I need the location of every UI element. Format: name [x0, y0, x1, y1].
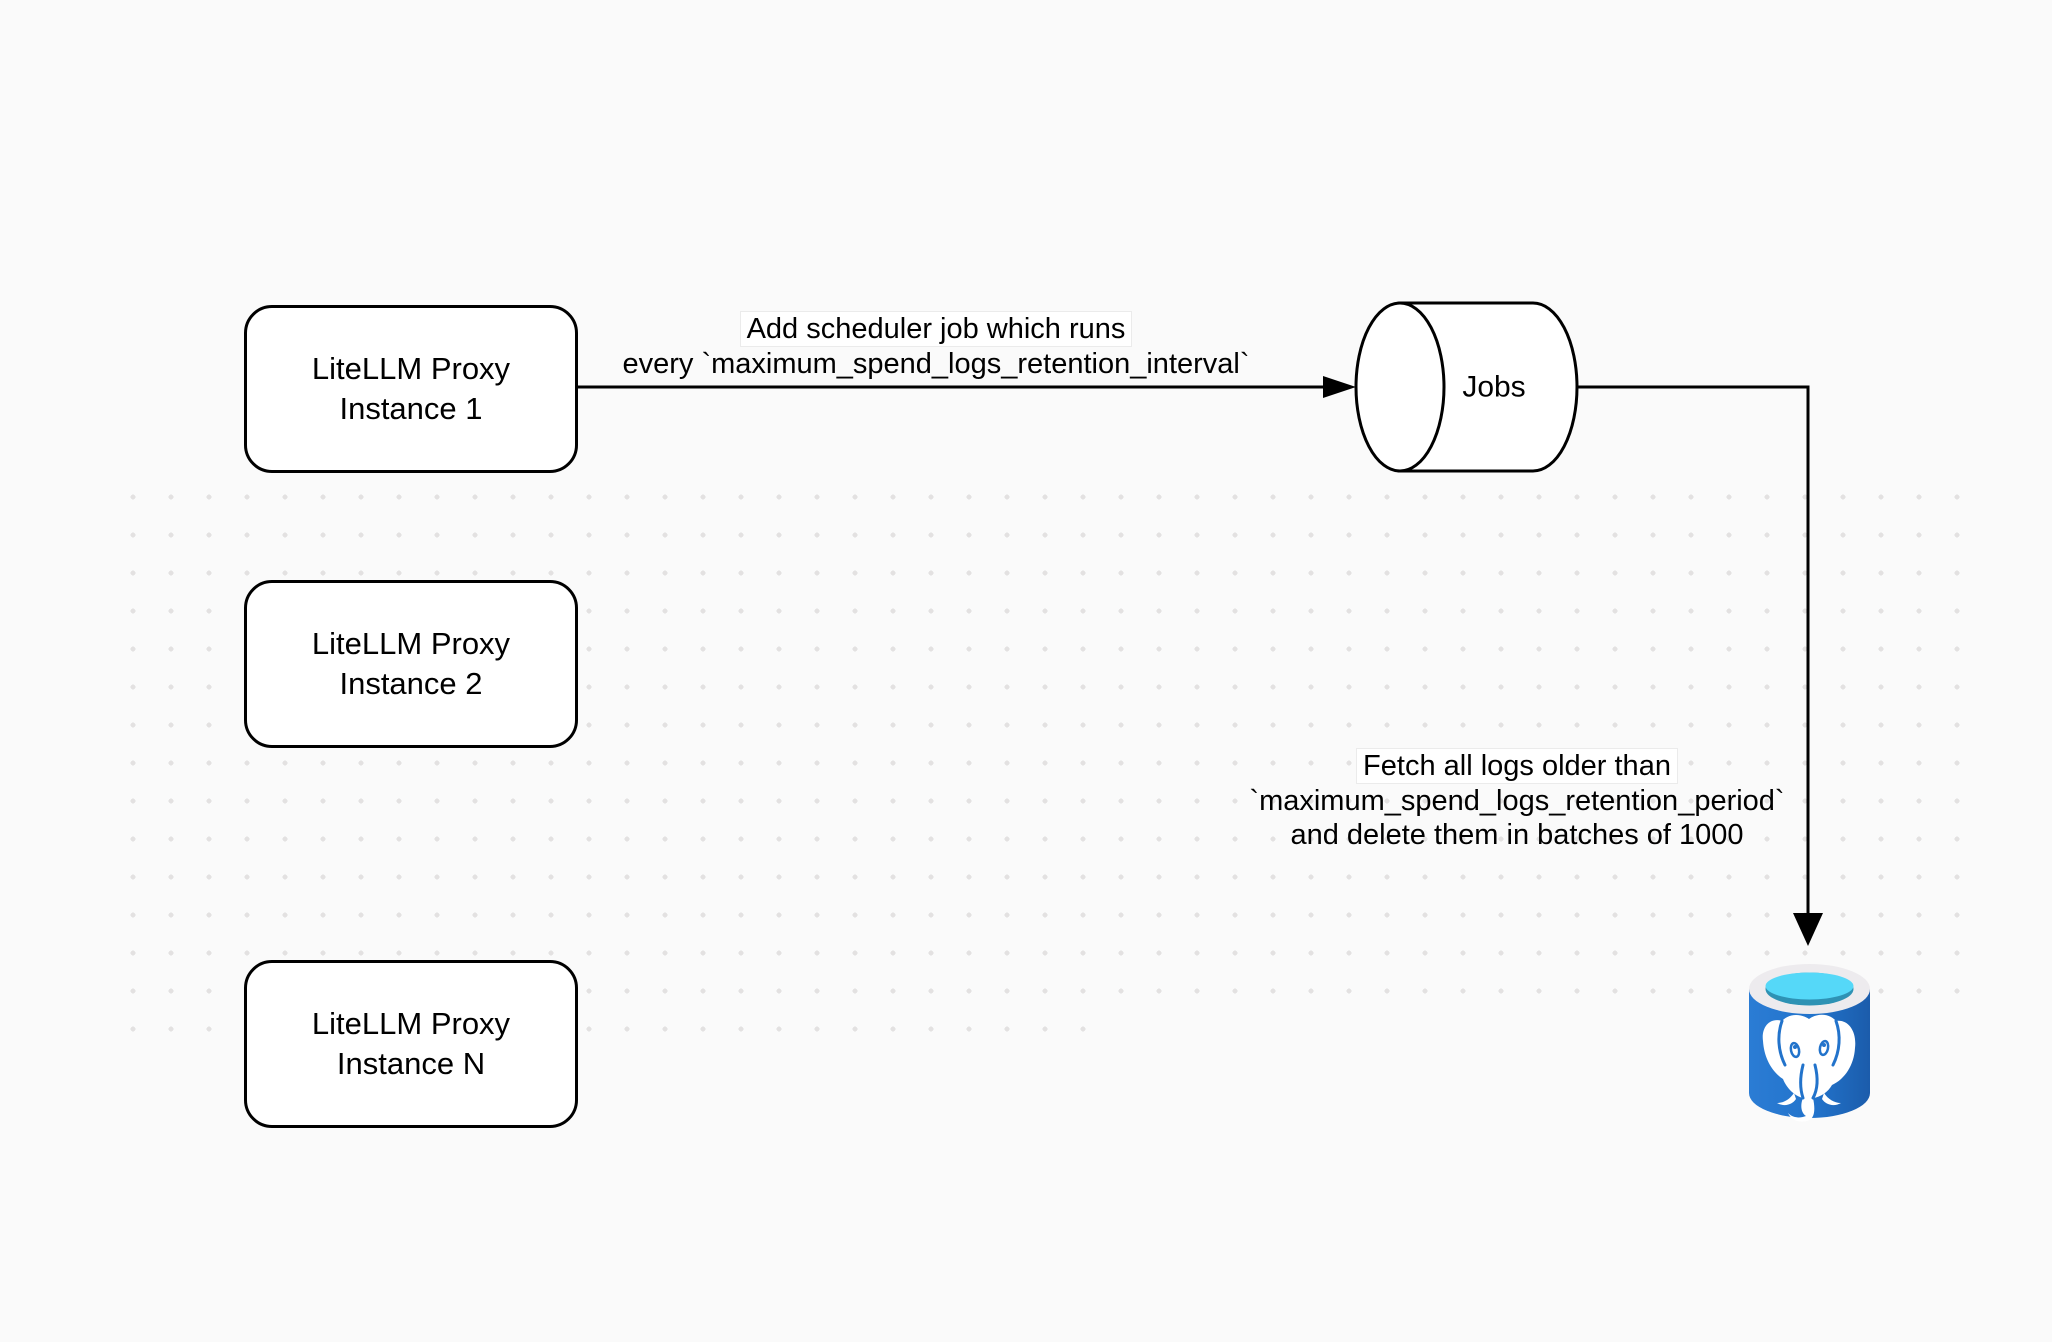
jobs-label: Jobs: [1462, 371, 1525, 404]
edge-label-fetch-line2: `maximum_spend_logs_retention_period`: [1249, 785, 1785, 817]
edge-label-fetch-line3: and delete them in batches of 1000: [1290, 819, 1744, 851]
jobs-queue-shape: Jobs: [1354, 301, 1579, 473]
postgres-elephant-icon: [1762, 1014, 1856, 1122]
jobs-to-postgres-connector: [1577, 385, 1823, 946]
edge-label-fetch-line1: Fetch all logs older than: [1356, 748, 1678, 784]
node-litellm-proxy-instance-n: LiteLLM Proxy Instance N: [244, 960, 578, 1128]
arrowhead-right-icon: [1323, 376, 1356, 398]
elephant-eyes: [1789, 1039, 1830, 1059]
node-label-line2: Instance 2: [339, 666, 483, 701]
node-litellm-proxy-instance-1: LiteLLM Proxy Instance 1: [244, 305, 578, 473]
edge-label-scheduler-line2: every `maximum_spend_logs_retention_inte…: [622, 348, 1250, 380]
node-label-line1: LiteLLM Proxy: [311, 351, 511, 386]
node-label-line1: LiteLLM Proxy: [311, 626, 511, 661]
edge-label-scheduler-line1: Add scheduler job which runs: [739, 311, 1133, 347]
node-label: LiteLLM Proxy Instance N: [312, 1004, 510, 1084]
node-label-line2: Instance 1: [339, 391, 483, 426]
edge-label-fetch: Fetch all logs older than `maximum_spend…: [1167, 748, 1867, 852]
postgresql-database-icon: [1749, 964, 1870, 1122]
node-label: LiteLLM Proxy Instance 1: [312, 349, 510, 429]
arrowhead-down-icon: [1793, 913, 1823, 946]
scheduler-arrow: [575, 376, 1356, 398]
node-litellm-proxy-instance-2: LiteLLM Proxy Instance 2: [244, 580, 578, 748]
node-label-line2: Instance N: [336, 1046, 486, 1081]
node-label-line1: LiteLLM Proxy: [311, 1006, 511, 1041]
node-label: LiteLLM Proxy Instance 2: [312, 624, 510, 704]
edge-label-scheduler: Add scheduler job which runs every `maxi…: [586, 311, 1286, 381]
